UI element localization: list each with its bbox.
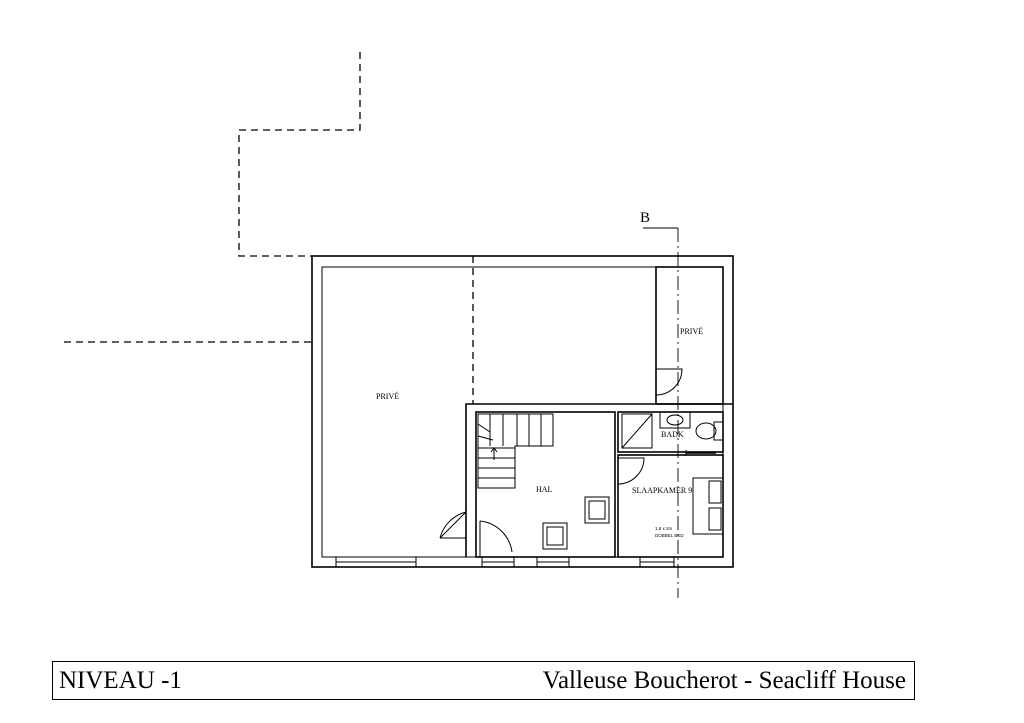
room-label-prive-large: PRIVÉ: [376, 391, 399, 401]
room-label-slaapkamer: SLAAPKAMER 9: [632, 486, 692, 495]
outer-wall: [311, 255, 734, 568]
staircase: [477, 413, 554, 489]
bed-size-label: 1,8 x 2m: [655, 526, 673, 531]
entrance-door: [439, 511, 467, 539]
room-label-prive-small: PRIVÉ: [680, 326, 703, 336]
shower: [621, 413, 653, 449]
prive-small-door: [655, 368, 683, 396]
room-label-hal: HAL: [536, 485, 553, 494]
hal-room: [475, 411, 616, 558]
room-label-badk: BADK: [661, 430, 684, 439]
level-title: NIVEAU -1: [59, 667, 182, 694]
bed-type-label: DOBBEL BED: [655, 533, 684, 538]
armchair-1: [584, 496, 610, 524]
project-title: Valleuse Boucherot - Seacliff House: [542, 667, 906, 694]
washbasin: [659, 411, 691, 429]
section-label: B: [640, 210, 650, 226]
title-block: NIVEAU -1 Valleuse Boucherot - Seacliff …: [52, 661, 915, 700]
slaapkamer-door: [617, 457, 645, 485]
toilet: [695, 421, 724, 441]
lower-block-wall: [465, 403, 733, 557]
upper-level-outline: [238, 52, 361, 257]
armchair-2: [542, 522, 568, 550]
sliding-door: [685, 450, 716, 456]
slaapkamer-room: [617, 454, 724, 558]
hal-door: [479, 520, 513, 557]
double-bed: [692, 477, 724, 535]
south-windows: [335, 556, 675, 568]
